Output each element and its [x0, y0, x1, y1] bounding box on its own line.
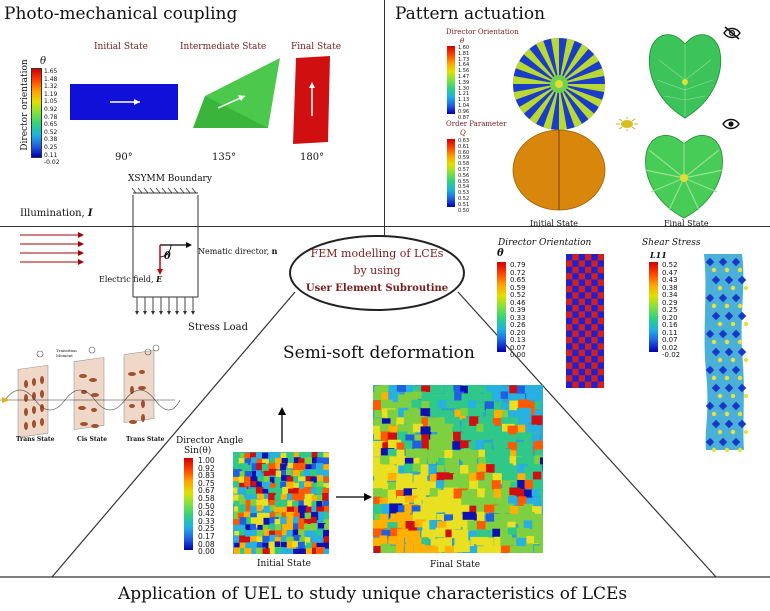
semi-initial-label: Initial State	[257, 559, 311, 569]
eye-icon	[722, 118, 740, 130]
center-line-1: FEM modelling of LCEs	[310, 247, 444, 260]
semi-sym: Sin(θ)	[184, 446, 212, 456]
pattern-final-label: Final State	[664, 219, 709, 228]
pattern-dir-colorbar	[447, 46, 455, 114]
shear-field	[704, 254, 748, 452]
divider-vertical	[384, 0, 386, 255]
photo-phase-cis: Cis State	[77, 436, 108, 443]
photo-state-shapes	[70, 56, 330, 144]
photo-phase-trans1: Trans State	[16, 436, 55, 443]
photo-xsymm: XSYMM Boundary	[128, 174, 212, 184]
title-pattern-actuation: Pattern actuation	[395, 4, 546, 24]
photo-state-final: Final State	[291, 42, 342, 52]
shear-title: Shear Stress	[642, 238, 701, 248]
photo-angle-135: 135°	[212, 152, 237, 163]
pattern-dir-title: Director Orientation	[446, 28, 519, 36]
pattern-leaf-top	[648, 34, 722, 119]
pattern-op-title: Order Parameter	[446, 120, 507, 128]
photo-theta: θ	[40, 56, 47, 67]
photo-efield: Electric field, E	[99, 274, 163, 284]
photo-illumination: Illumination, I	[20, 208, 93, 219]
pattern-director-disk	[513, 38, 605, 130]
semi-final-label: Final State	[430, 560, 481, 570]
photo-transition-moment: Transition Moment	[56, 348, 77, 358]
pattern-initial-label: Initial State	[530, 219, 578, 228]
semi-initial-field	[233, 452, 329, 554]
title-semi-soft: Semi-soft deformation	[283, 343, 475, 363]
checker-colorbar	[497, 262, 506, 352]
photo-angle-90: 90°	[115, 152, 133, 163]
shear-sym: L11	[650, 250, 667, 260]
semi-arrows	[278, 407, 372, 501]
pattern-op-colorbar	[447, 139, 455, 207]
photo-state-initial: Initial State	[94, 42, 148, 52]
semi-colorbar	[184, 458, 193, 550]
photo-state-intermediate: Intermediate State	[180, 42, 267, 52]
center-line-3: User Element Subroutine	[305, 283, 449, 294]
photo-nematic: Nematic director, n	[198, 246, 278, 256]
center-line-2: by using	[353, 264, 401, 277]
photo-ylabel: Director orientation	[20, 59, 30, 151]
photo-schematic	[20, 187, 199, 315]
divider-horizontal	[0, 226, 770, 228]
photo-phase-diagram	[0, 344, 180, 438]
light-source-icon	[616, 117, 638, 131]
title-bottom: Application of UEL to study unique chara…	[118, 584, 628, 604]
pattern-op-sym: Q	[460, 129, 466, 137]
photo-theta-label: θ	[164, 251, 171, 262]
photo-phase-trans2: Trans State	[126, 436, 165, 443]
photo-stress-load: Stress Load	[188, 322, 249, 333]
checker-title: Director Orientation	[498, 238, 592, 248]
photo-colorbar	[31, 68, 42, 158]
photo-angle-180: 180°	[300, 152, 325, 163]
pattern-order-disk	[512, 129, 606, 211]
pattern-dir-sym: θ	[460, 37, 465, 45]
semi-title: Director Angle	[176, 436, 244, 446]
checker-board-svg	[566, 254, 604, 388]
center-ellipse	[289, 235, 465, 311]
pattern-leaf-bottom	[644, 135, 724, 219]
eye-off-icon	[723, 26, 741, 40]
shear-colorbar	[649, 262, 658, 352]
semi-final-field	[373, 385, 543, 553]
title-photo-mechanical: Photo-mechanical coupling	[4, 4, 238, 24]
checker-sym: θ	[497, 248, 504, 259]
